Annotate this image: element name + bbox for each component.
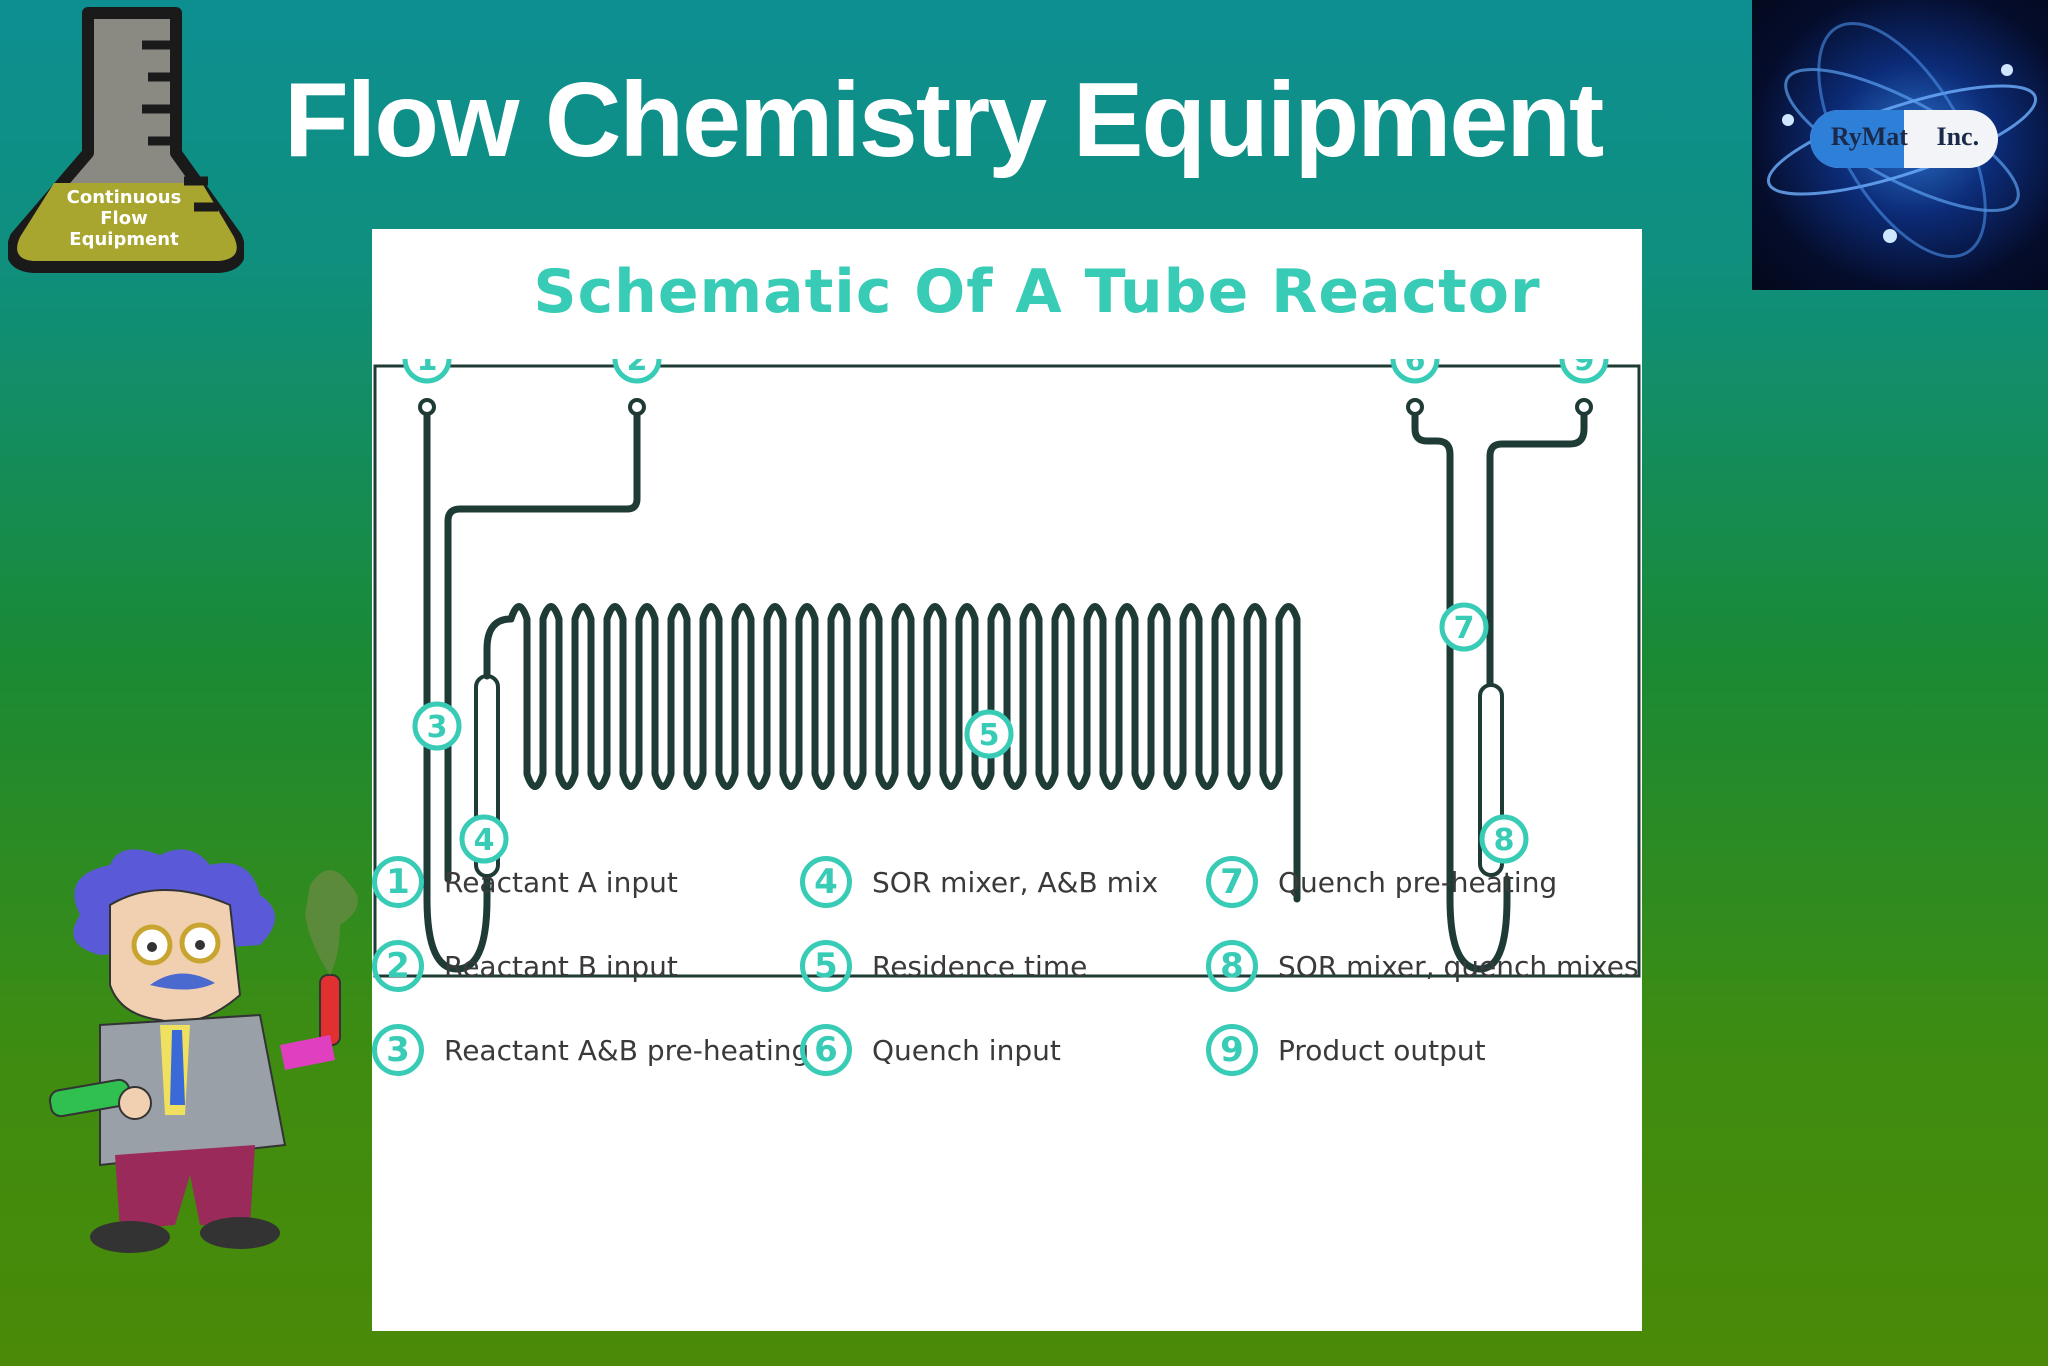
legend-number: 2	[372, 940, 424, 992]
tube-reactant-a	[423, 403, 491, 973]
legend-text: Reactant A&B pre-heating	[444, 1033, 810, 1067]
legend-text: Reactant A input	[444, 865, 678, 899]
flask-label-line: Flow	[100, 208, 147, 229]
marker-9: 9	[1559, 359, 1609, 384]
marker-circle	[459, 814, 509, 864]
marker-1: 1	[402, 359, 452, 384]
legend-item-7: 7 Quench pre-heating	[1206, 850, 1557, 914]
marker-3: 3	[412, 701, 462, 751]
marker-label: 3	[427, 710, 448, 745]
marker-label: 2	[627, 359, 648, 378]
tube-product	[1486, 403, 1588, 693]
slide-title: Flow Chemistry Equipment	[284, 61, 1604, 179]
legend-number: 8	[1206, 940, 1258, 992]
marker-8: 8	[1479, 814, 1529, 864]
legend-item-5: 5 Residence time	[800, 934, 1087, 998]
company-logo: RyMat Inc.	[1752, 0, 2048, 290]
marker-layer: 1 2 3 4 5 6 7 8 9	[402, 359, 1609, 864]
legend-item-2: 2 Reactant B input	[372, 934, 678, 998]
legend-item-4: 4 SOR mixer, A&B mix	[800, 850, 1158, 914]
flask-icon: Continuous Flow Equipment	[8, 7, 244, 273]
marker-circle	[1559, 359, 1609, 384]
inlet-port	[1406, 398, 1424, 416]
legend-text: Reactant B input	[444, 949, 678, 983]
marker-7: 7	[1439, 602, 1489, 652]
legend-item-1: 1 Reactant A input	[372, 850, 678, 914]
legend-item-3: 3 Reactant A&B pre-heating	[372, 1018, 809, 1082]
marker-label: 6	[1405, 359, 1426, 378]
legend-text: SOR mixer, quench mixes	[1278, 949, 1639, 983]
marker-circle	[1479, 814, 1529, 864]
marker-5: 5	[964, 709, 1014, 759]
marker-label: 1	[417, 359, 438, 378]
legend-item-8: 8 SOR mixer, quench mixes	[1206, 934, 1639, 998]
legend-text: SOR mixer, A&B mix	[872, 865, 1159, 899]
marker-label: 4	[474, 823, 495, 858]
marker-circle	[412, 701, 462, 751]
tube-layer	[373, 364, 1641, 978]
logo-text: RyMat Inc.	[1830, 122, 1980, 151]
scientist-illustration	[48, 849, 358, 1253]
legend-text: Product output	[1278, 1033, 1486, 1067]
residence-coil	[483, 603, 1301, 903]
legend-text: Quench input	[872, 1033, 1061, 1067]
tube-reactant-b	[444, 403, 641, 883]
inlet-port	[1575, 398, 1593, 416]
schematic-title: Schematic Of A Tube Reactor	[533, 257, 1541, 327]
marker-6: 6	[1390, 359, 1440, 384]
legend-number: 6	[800, 1024, 852, 1076]
flask-label-line: Equipment	[69, 229, 179, 250]
legend-number: 7	[1206, 856, 1258, 908]
marker-label: 8	[1494, 823, 1515, 858]
marker-label: 9	[1574, 359, 1595, 378]
inlet-port	[418, 398, 436, 416]
legend-item-6: 6 Quench input	[800, 1018, 1061, 1082]
legend-item-9: 9 Product output	[1206, 1018, 1486, 1082]
marker-circle	[1439, 602, 1489, 652]
reactor-housing	[373, 364, 1641, 978]
tube-reactor-diagram: 1 2 3 4 5 6 7 8 9	[373, 359, 1641, 978]
marker-circle	[964, 709, 1014, 759]
marker-2: 2	[612, 359, 662, 384]
marker-circle	[1390, 359, 1440, 384]
marker-label: 7	[1454, 611, 1475, 646]
legend-number: 4	[800, 856, 852, 908]
legend-text: Quench pre-heating	[1278, 865, 1558, 899]
marker-label: 5	[979, 718, 1000, 753]
legend-number: 1	[372, 856, 424, 908]
legend-number: 3	[372, 1024, 424, 1076]
legend-text: Residence time	[872, 949, 1088, 983]
marker-4: 4	[459, 814, 509, 864]
marker-circle	[612, 359, 662, 384]
flask-label-line: Continuous	[67, 187, 182, 208]
legend-number: 9	[1206, 1024, 1258, 1076]
legend-number: 5	[800, 940, 852, 992]
tube-quench	[1411, 403, 1511, 973]
marker-circle	[402, 359, 452, 384]
inlet-port	[628, 398, 646, 416]
